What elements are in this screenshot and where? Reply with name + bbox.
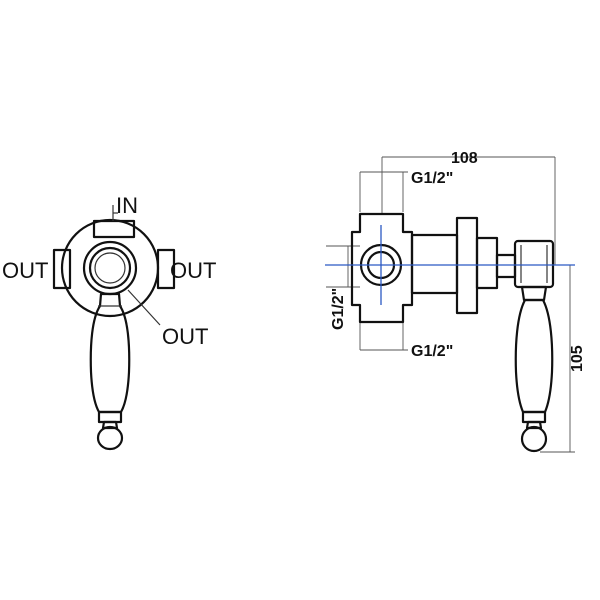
side-view: 108 G1/2" G1/2" G1/2" 105 — [325, 150, 586, 453]
side-bonnet — [475, 236, 499, 290]
front-view: IN OUT OUT OUT — [2, 193, 216, 451]
out-bottom-label: OUT — [162, 324, 208, 349]
side-lever-handle — [514, 298, 554, 414]
out-bottom-leader-line — [127, 289, 161, 326]
side-handle-end-collar — [521, 410, 547, 424]
bonnet-middle-ring — [88, 246, 132, 290]
side-valve-body — [350, 212, 414, 324]
outlet-port-left — [52, 248, 72, 290]
lever-collar — [520, 285, 548, 302]
in-label: IN — [116, 193, 138, 218]
side-handle-knob — [520, 425, 548, 453]
handle-end-collar — [97, 410, 123, 424]
valve-body — [60, 218, 160, 318]
bonnet-outer-ring — [82, 240, 138, 296]
left-thread-label: G1/2" — [330, 288, 347, 330]
spindle-housing — [410, 233, 459, 295]
bottom-thread-label: G1/2" — [411, 343, 453, 360]
out-left-label: OUT — [2, 258, 48, 283]
top-thread-label: G1/2" — [411, 170, 453, 187]
out-right-label: OUT — [170, 258, 216, 283]
handle-knob — [96, 425, 124, 451]
stem — [495, 253, 517, 279]
width-dimension-label: 108 — [451, 150, 478, 167]
bonnet-inner-ring — [94, 252, 126, 284]
height-dimension-label: 105 — [569, 345, 586, 372]
lever-handle — [89, 292, 131, 414]
